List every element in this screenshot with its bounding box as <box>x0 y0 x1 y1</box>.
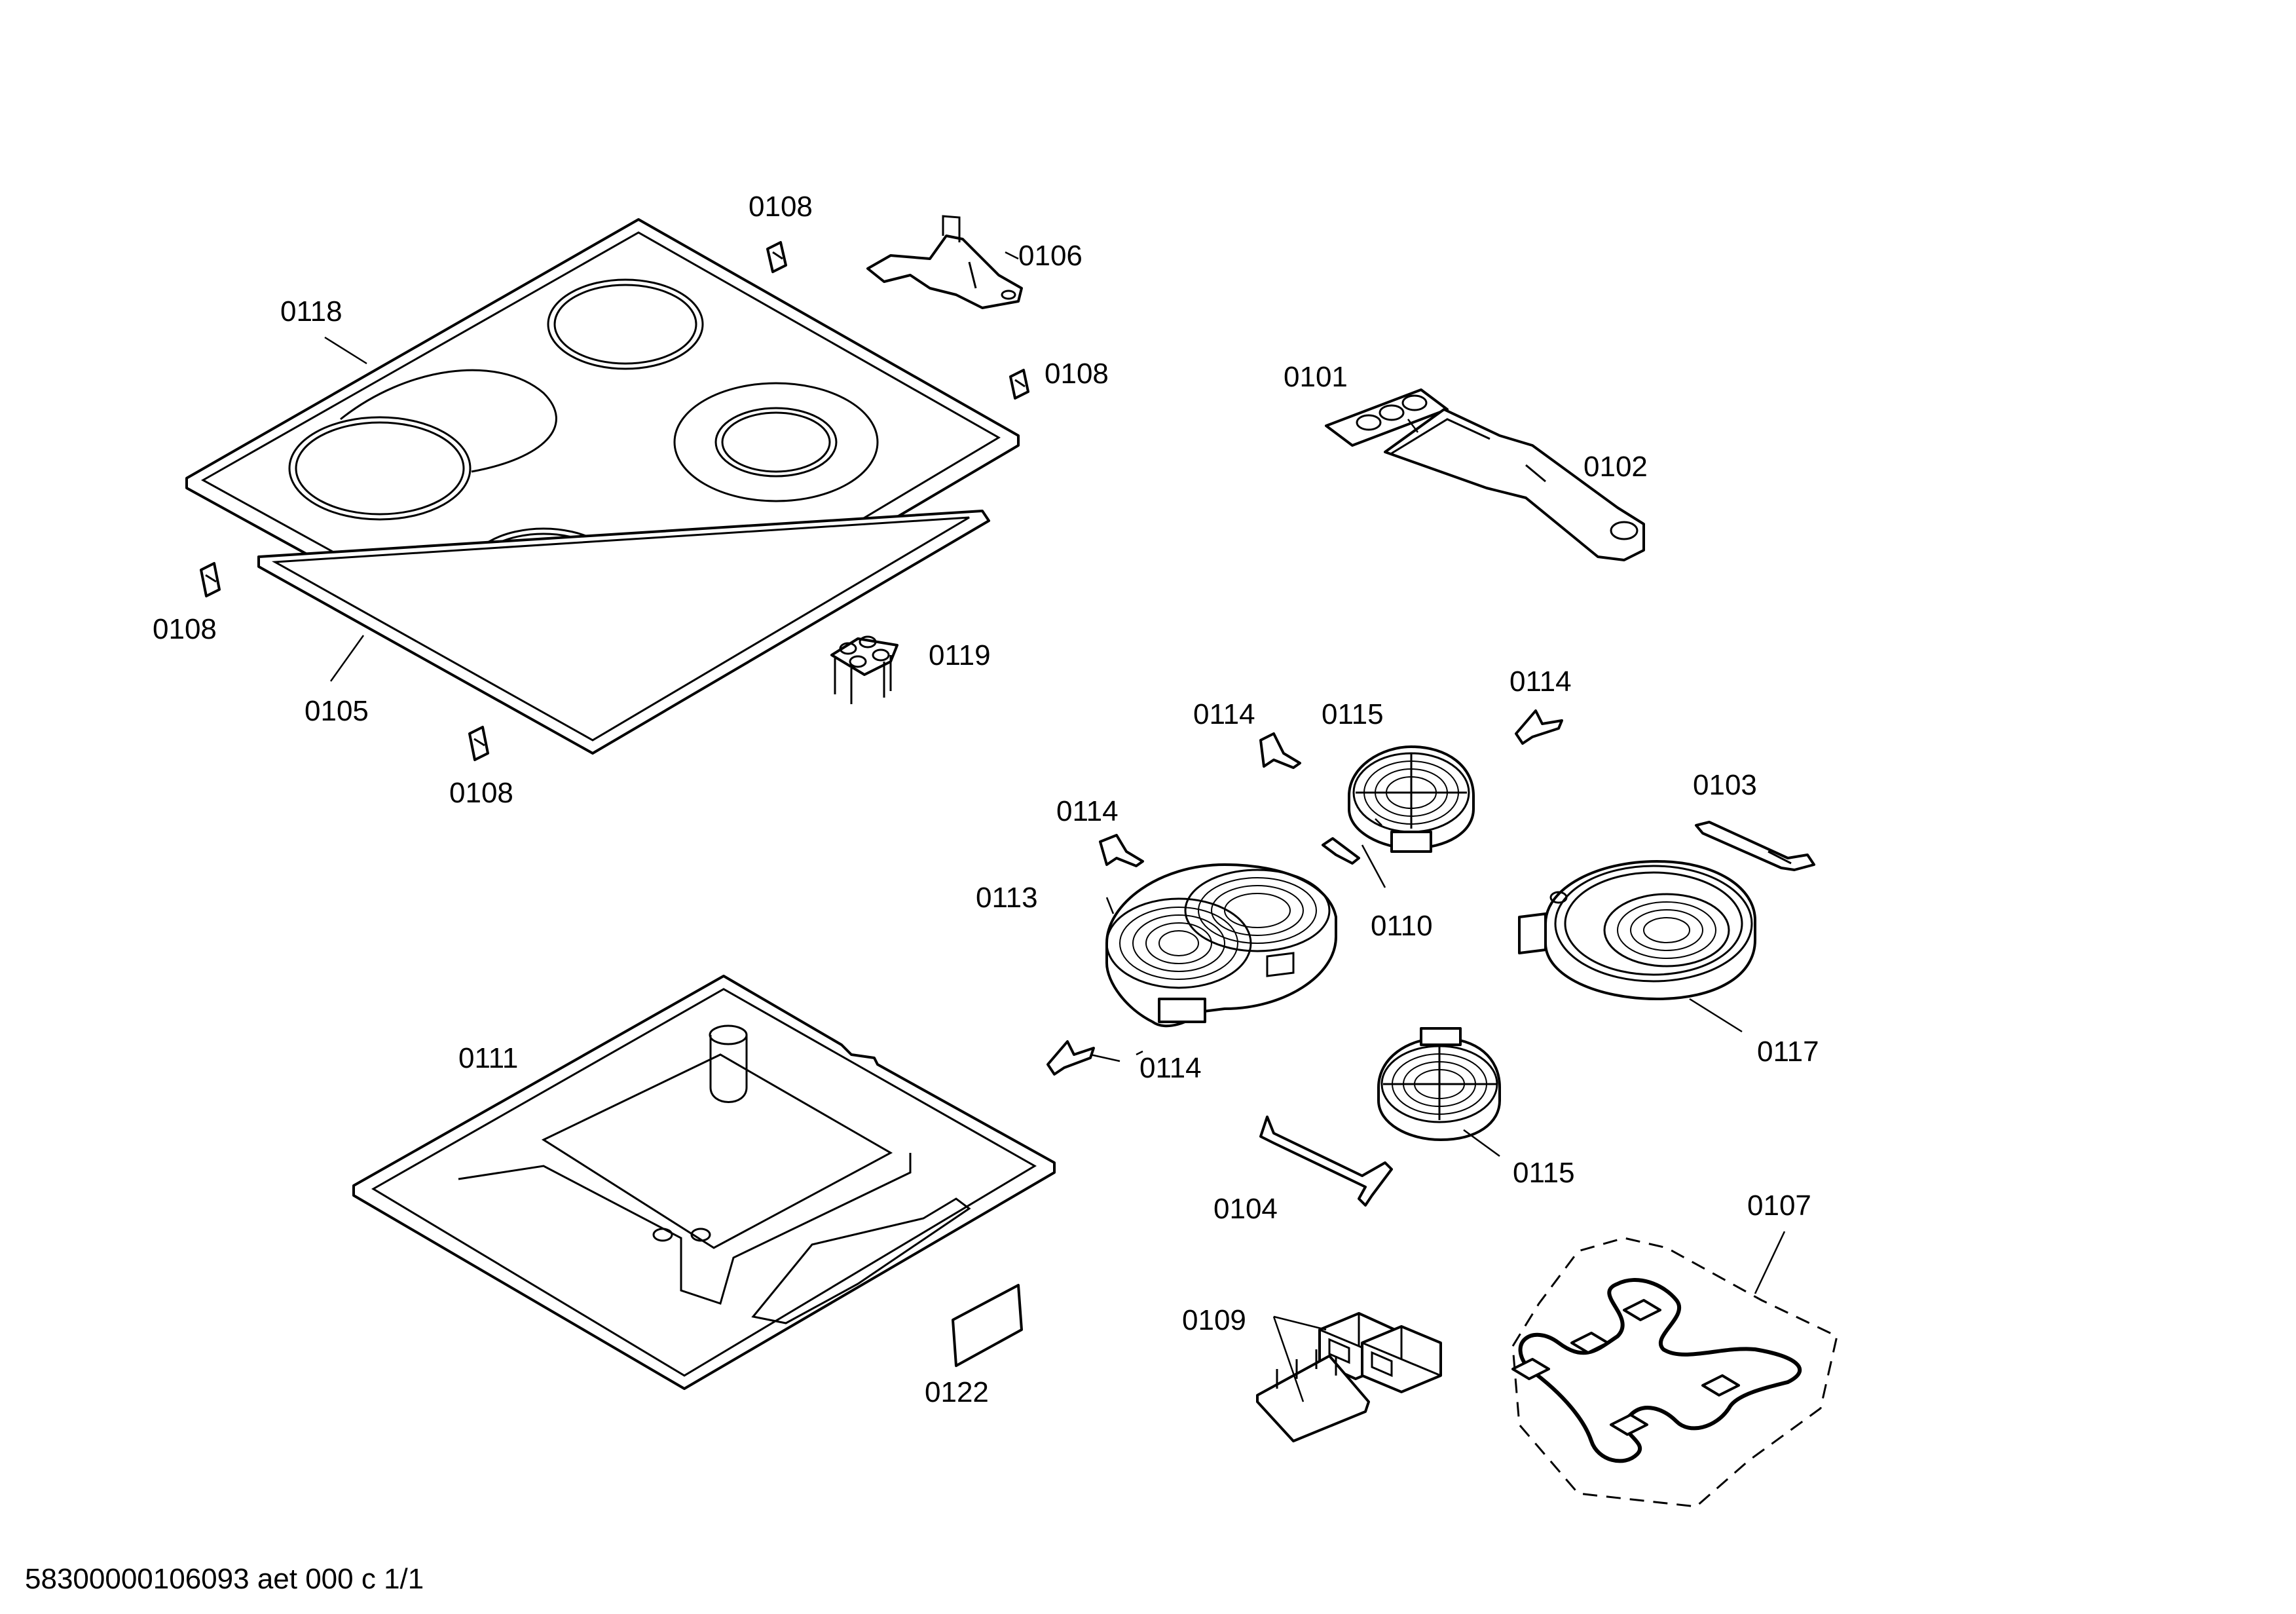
label-0119: 0119 <box>929 639 991 671</box>
plate-0122 <box>952 1284 1023 1367</box>
clip-0114-b <box>1515 709 1563 745</box>
label-0114-c: 0114 <box>1056 795 1119 827</box>
label-0110: 0110 <box>1371 910 1433 942</box>
clip-0114-d <box>1046 1040 1095 1076</box>
clip-0108-bottom <box>468 726 489 761</box>
label-0103: 0103 <box>1693 769 1757 801</box>
heating-element-0115-bottom <box>1377 1027 1501 1141</box>
label-0101: 0101 <box>1284 361 1348 393</box>
clip-0110 <box>1322 837 1360 865</box>
label-0108-left: 0108 <box>153 613 217 645</box>
terminal-blocks-0109 <box>1256 1312 1442 1442</box>
label-0109: 0109 <box>1182 1304 1246 1336</box>
scraper-0102 <box>1384 408 1645 561</box>
label-0114-d: 0114 <box>1139 1052 1202 1084</box>
clip-0108-top <box>766 241 787 273</box>
heating-element-0115-top <box>1348 745 1475 853</box>
sensor-bracket-0106 <box>866 215 1023 309</box>
label-0105: 0105 <box>305 695 369 727</box>
ring-heating-element-0117 <box>1518 860 1756 1000</box>
label-0106: 0106 <box>1018 240 1083 272</box>
label-0118: 0118 <box>280 295 343 328</box>
label-0114-b: 0114 <box>1509 666 1572 698</box>
label-0115-top: 0115 <box>1322 698 1384 730</box>
leader-lines <box>324 251 1786 1402</box>
document-footer-code: 58300000106093 aet 000 c 1/1 <box>25 1563 424 1595</box>
part-labels: 0118 0108 0106 0108 0101 0102 0108 0119 … <box>153 191 1819 1408</box>
label-0102: 0102 <box>1583 451 1648 483</box>
clip-0114-a <box>1259 732 1301 769</box>
wiring-harness-0107 <box>1511 1237 1838 1508</box>
label-0115-bottom: 0115 <box>1513 1157 1575 1189</box>
bracket-0104 <box>1259 1116 1393 1207</box>
label-0108-bottom: 0108 <box>449 777 513 809</box>
label-0107: 0107 <box>1747 1190 1811 1222</box>
label-0108-right: 0108 <box>1045 358 1109 390</box>
label-0114-a: 0114 <box>1193 698 1255 730</box>
bottom-tray-0111 <box>352 975 1056 1390</box>
label-0122: 0122 <box>925 1376 989 1408</box>
bracket-0103 <box>1695 821 1815 871</box>
label-sticker-0101 <box>1325 388 1449 447</box>
label-0113: 0113 <box>976 882 1038 914</box>
clip-0108-right <box>1009 369 1029 400</box>
label-0117: 0117 <box>1757 1036 1819 1068</box>
hob-seal-frame <box>257 510 990 755</box>
connector-block-0119 <box>830 635 898 704</box>
label-0108-top: 0108 <box>749 191 813 223</box>
clip-0108-left <box>200 562 221 597</box>
label-0104: 0104 <box>1213 1193 1278 1225</box>
dual-heating-element-0113 <box>1105 863 1337 1028</box>
clip-0114-c <box>1099 834 1144 867</box>
label-0111: 0111 <box>458 1042 518 1074</box>
